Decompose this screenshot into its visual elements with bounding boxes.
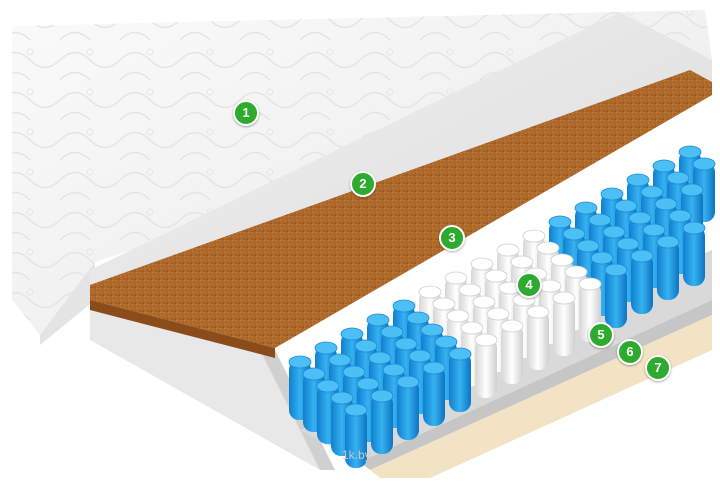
pocket-spring-top bbox=[314, 341, 338, 355]
pocket-spring-top bbox=[420, 323, 444, 337]
pocket-spring-top bbox=[550, 253, 574, 267]
pocket-spring-top bbox=[370, 389, 394, 403]
pocket-spring-top bbox=[408, 349, 432, 363]
pocket-spring-top bbox=[562, 227, 586, 241]
pocket-spring-top bbox=[288, 355, 312, 369]
pocket-spring-top bbox=[692, 157, 716, 171]
pocket-spring-top bbox=[630, 249, 654, 263]
pocket-spring-top bbox=[668, 209, 692, 223]
pocket-spring-top bbox=[640, 185, 664, 199]
pocket-spring-top bbox=[368, 351, 392, 365]
pocket-spring-top bbox=[392, 299, 416, 313]
white-pocket-spring bbox=[527, 310, 549, 370]
pocket-spring-top bbox=[654, 197, 678, 211]
pocket-spring-top bbox=[302, 367, 326, 381]
pocket-spring-top bbox=[472, 295, 496, 309]
pocket-spring-top bbox=[510, 255, 534, 269]
pocket-spring-top bbox=[602, 225, 626, 239]
pocket-spring-top bbox=[656, 235, 680, 249]
pocket-spring-top bbox=[342, 365, 366, 379]
pocket-spring-top bbox=[500, 319, 524, 333]
pocket-spring-top bbox=[344, 403, 368, 417]
pocket-spring-top bbox=[380, 325, 404, 339]
pocket-spring-top bbox=[642, 223, 666, 237]
blue-pocket-spring bbox=[631, 254, 653, 314]
white-pocket-spring bbox=[501, 324, 523, 384]
pocket-spring-top bbox=[628, 211, 652, 225]
pocket-spring-top bbox=[418, 285, 442, 299]
white-pocket-spring bbox=[553, 296, 575, 356]
pocket-spring-top bbox=[434, 335, 458, 349]
pocket-spring-top bbox=[680, 183, 704, 197]
layer-marker-1: 1 bbox=[233, 100, 259, 126]
layer-marker-3: 3 bbox=[439, 225, 465, 251]
blue-pocket-spring bbox=[657, 240, 679, 300]
watermark-text: 1k.by bbox=[342, 448, 371, 462]
pocket-spring-top bbox=[330, 391, 354, 405]
pocket-spring-top bbox=[422, 361, 446, 375]
pocket-spring-top bbox=[604, 263, 628, 277]
pocket-spring-top bbox=[526, 305, 550, 319]
white-pocket-spring bbox=[475, 338, 497, 398]
pocket-spring-top bbox=[522, 229, 546, 243]
pocket-spring-top bbox=[484, 269, 508, 283]
pocket-spring-top bbox=[470, 257, 494, 271]
pocket-spring-top bbox=[538, 279, 562, 293]
pocket-spring-top bbox=[446, 309, 470, 323]
pocket-spring-top bbox=[590, 251, 614, 265]
pocket-spring-top bbox=[316, 379, 340, 393]
layer-marker-5: 5 bbox=[588, 322, 614, 348]
pocket-spring-top bbox=[474, 333, 498, 347]
pocket-spring-top bbox=[588, 213, 612, 227]
pocket-spring-top bbox=[460, 321, 484, 335]
pocket-spring-top bbox=[652, 159, 676, 173]
pocket-spring-top bbox=[366, 313, 390, 327]
blue-pocket-spring bbox=[449, 352, 471, 412]
pocket-spring-top bbox=[614, 199, 638, 213]
pocket-spring-top bbox=[382, 363, 406, 377]
pocket-spring-top bbox=[458, 283, 482, 297]
pocket-spring-top bbox=[548, 215, 572, 229]
pocket-spring-top bbox=[328, 353, 352, 367]
pocket-spring-top bbox=[536, 241, 560, 255]
pocket-spring-top bbox=[678, 145, 702, 159]
pocket-spring-top bbox=[626, 173, 650, 187]
pocket-spring-top bbox=[354, 339, 378, 353]
pocket-spring-top bbox=[564, 265, 588, 279]
pocket-spring-top bbox=[340, 327, 364, 341]
blue-pocket-spring bbox=[397, 380, 419, 440]
coconut-coir-layer bbox=[90, 70, 712, 358]
blue-pocket-spring bbox=[371, 394, 393, 454]
layer-marker-7: 7 bbox=[645, 355, 671, 381]
pocket-spring-top bbox=[486, 307, 510, 321]
pocket-spring-top bbox=[576, 239, 600, 253]
pocket-spring-top bbox=[552, 291, 576, 305]
pocket-spring-top bbox=[578, 277, 602, 291]
pocket-spring-top bbox=[574, 201, 598, 215]
pocket-spring-top bbox=[444, 271, 468, 285]
pocket-spring-top bbox=[496, 243, 520, 257]
layer-marker-4: 4 bbox=[516, 272, 542, 298]
pocket-spring-top bbox=[394, 337, 418, 351]
blue-pocket-spring bbox=[605, 268, 627, 328]
pocket-spring-top bbox=[616, 237, 640, 251]
pocket-spring-top bbox=[396, 375, 420, 389]
pocket-spring-top bbox=[600, 187, 624, 201]
pocket-spring-top bbox=[406, 311, 430, 325]
pocket-spring-top bbox=[666, 171, 690, 185]
blue-pocket-spring bbox=[423, 366, 445, 426]
pocket-springs bbox=[288, 145, 716, 468]
pocket-spring-top bbox=[356, 377, 380, 391]
pocket-spring-top bbox=[682, 221, 706, 235]
layer-marker-6: 6 bbox=[617, 339, 643, 365]
pocket-spring-top bbox=[448, 347, 472, 361]
layer-marker-2: 2 bbox=[350, 171, 376, 197]
blue-pocket-spring bbox=[683, 226, 705, 286]
pocket-spring-top bbox=[432, 297, 456, 311]
blue-pocket-spring bbox=[345, 408, 367, 468]
